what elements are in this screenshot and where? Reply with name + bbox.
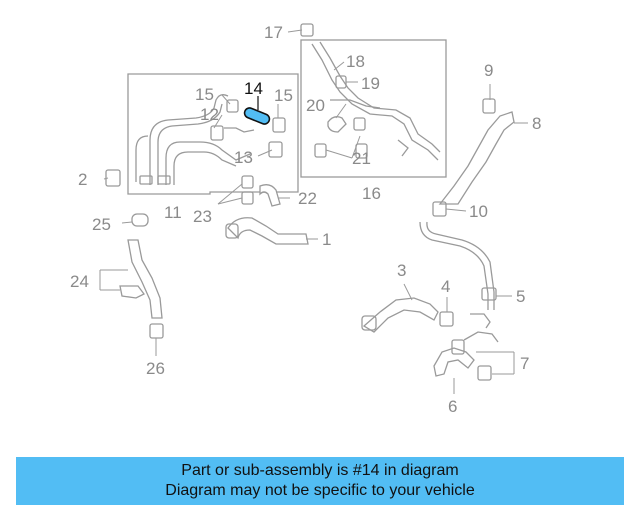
hose-assembly-11 [135, 94, 286, 185]
hose-part-8 [432, 98, 515, 217]
callout-labels: 17 18 19 20 21 16 15 14 15 12 13 2 11 23… [70, 23, 541, 416]
part-17-clamp [300, 23, 314, 37]
callout-2: 2 [78, 170, 87, 189]
hose-part-22 [259, 184, 281, 207]
callout-1: 1 [322, 230, 331, 249]
part-23-clamp-b [241, 191, 254, 205]
callout-22: 22 [298, 189, 317, 208]
assembly-16-frame [300, 39, 447, 178]
part-4-clamp [439, 311, 454, 327]
callout-18: 18 [346, 52, 365, 71]
callout-5: 5 [516, 287, 525, 306]
hose-part-6 [433, 331, 499, 381]
callout-24: 24 [70, 272, 89, 291]
callout-11: 11 [164, 203, 182, 222]
banner-line-disclaimer: Diagram may not be specific to your vehi… [165, 482, 475, 499]
pipe-assembly-16 [311, 41, 441, 161]
callout-21: 21 [352, 149, 371, 168]
callout-16: 16 [362, 184, 381, 203]
parts-diagram: 17 18 19 20 21 16 15 14 15 12 13 2 11 23… [70, 23, 541, 416]
callout-12: 12 [200, 105, 219, 124]
callout-4: 4 [441, 277, 450, 296]
callout-7: 7 [520, 354, 529, 373]
part-23-clamp [241, 175, 254, 189]
callout-9: 9 [484, 61, 493, 80]
callout-25: 25 [92, 215, 111, 234]
part-2-clamp [105, 169, 121, 187]
info-banner: Part or sub-assembly is #14 in diagram D… [16, 457, 624, 505]
callout-26: 26 [146, 359, 165, 378]
assembly-11-frame [127, 73, 299, 195]
callout-17: 17 [264, 23, 283, 42]
hose-part-1 [225, 217, 309, 245]
callout-14: 14 [244, 79, 263, 98]
callout-19: 19 [361, 74, 380, 93]
pipe-part-5 [419, 221, 497, 329]
callout-8: 8 [532, 114, 541, 133]
hose-part-24 [119, 213, 164, 339]
hose-part-3 [361, 297, 439, 333]
callout-23: 23 [193, 207, 212, 226]
callout-15a: 15 [195, 85, 214, 104]
callout-20: 20 [306, 96, 325, 115]
banner-line-part: Part or sub-assembly is #14 in diagram [181, 462, 459, 479]
leader-lines [99, 29, 528, 394]
callout-3: 3 [397, 261, 406, 280]
part-14-hose [243, 107, 271, 125]
callout-6: 6 [448, 397, 457, 416]
callout-13: 13 [234, 148, 253, 167]
callout-15b: 15 [274, 86, 293, 105]
callout-10: 10 [469, 202, 488, 221]
